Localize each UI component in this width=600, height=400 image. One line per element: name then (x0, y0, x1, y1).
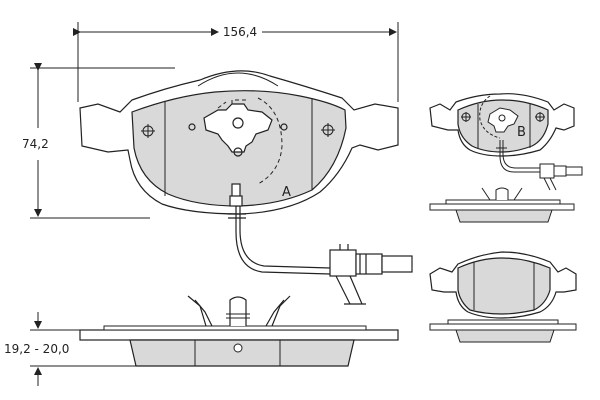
sensor-connector-main (329, 244, 413, 305)
secondary-center-clip (487, 107, 519, 133)
secondary-dashed-spring (479, 95, 501, 139)
dimension-height (30, 63, 175, 219)
secondary-mounting-hole-left (461, 112, 471, 122)
secondary-mounting-hole-right (535, 112, 545, 122)
mounting-hole-left (141, 124, 155, 138)
wear-sensor-secondary (496, 140, 540, 173)
sensor-connector-secondary (539, 163, 583, 191)
third-pad-front (429, 251, 577, 319)
dashed-spring-lines (217, 97, 283, 185)
mounting-hole-right (321, 123, 335, 137)
height-dimension-label: 74,2 (22, 137, 49, 151)
thickness-dimension-label: 19,2 - 20,0 (4, 342, 69, 356)
third-pad-side (429, 319, 577, 343)
width-dimension-label: 156,4 (223, 25, 257, 39)
dimension-width (73, 22, 399, 102)
wear-sensor-main (228, 183, 331, 275)
pad-label-b: B (517, 125, 526, 140)
secondary-pad-side (429, 187, 575, 223)
main-pad-side (79, 295, 399, 367)
pad-label-a: A (282, 185, 291, 200)
